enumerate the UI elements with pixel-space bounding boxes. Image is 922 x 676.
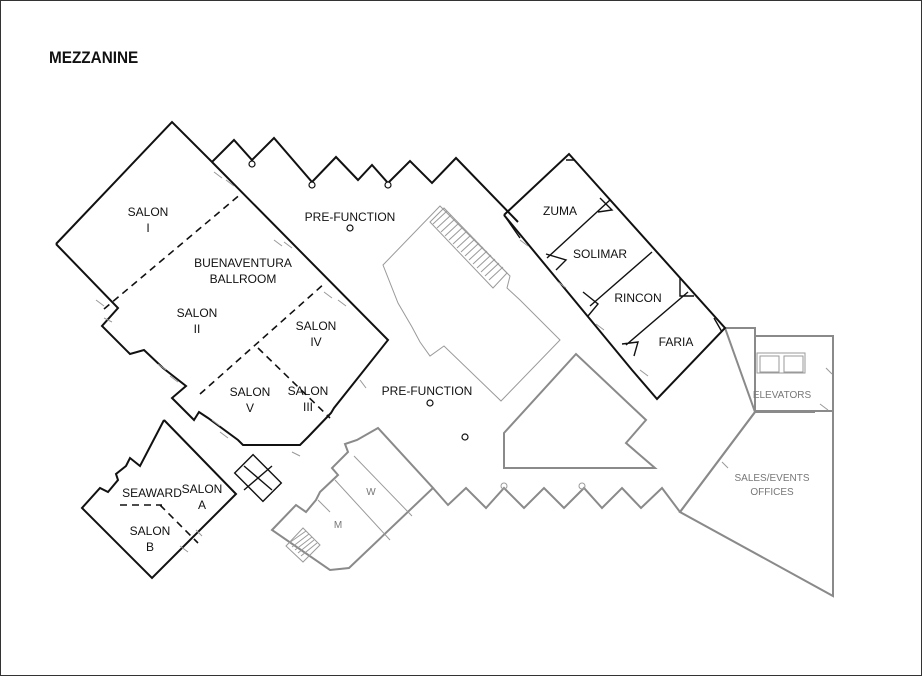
label-restroom-men: M <box>334 520 342 531</box>
atrium-outline <box>382 205 561 402</box>
label-restroom-women: W <box>366 487 376 498</box>
label-rincon: RINCON <box>614 291 661 305</box>
central-core <box>503 352 658 469</box>
label-seaward: SEAWARD <box>122 486 182 500</box>
ballroom-walls <box>55 120 519 503</box>
ballroom-divider-1 <box>103 192 243 310</box>
column-marker <box>500 482 508 490</box>
label-zuma: ZUMA <box>543 204 577 218</box>
restroom-block-outline <box>270 426 435 572</box>
columns <box>248 160 469 441</box>
meeting-room-dividers <box>503 159 723 357</box>
service-box <box>233 453 283 503</box>
meeting-rooms-walls <box>503 152 727 401</box>
meeting-rooms-outline <box>503 152 727 401</box>
seaward-outline <box>80 419 238 580</box>
column-marker <box>461 433 469 441</box>
label-faria: FARIA <box>659 335 694 349</box>
service-box-x <box>243 465 273 491</box>
stair-lower <box>285 527 321 563</box>
restroom-partition <box>317 455 413 541</box>
elevator-car-2 <box>783 355 804 373</box>
column-marker <box>346 224 354 232</box>
ballroom-divider-2 <box>199 282 326 395</box>
ballroom-outline <box>55 120 519 446</box>
offices-diagonal-wall <box>679 411 815 513</box>
seaward-divider-1 <box>120 504 199 544</box>
column-marker <box>578 482 586 490</box>
column-marker <box>384 181 392 189</box>
prefunction-lower-wall <box>432 486 681 513</box>
elevator-car-1 <box>759 355 780 373</box>
label-prefunction-lower: PRE-FUNCTION <box>382 384 473 398</box>
door-swings <box>95 171 833 553</box>
column-marker <box>248 160 256 168</box>
label-prefunction-upper: PRE-FUNCTION <box>305 210 396 224</box>
floor-title: MEZZANINE <box>49 48 139 67</box>
label-elevators: ELEVATORS <box>753 390 812 401</box>
column-marker <box>426 399 434 407</box>
ballroom-divider-3 <box>257 347 331 419</box>
seaward-walls <box>80 419 238 580</box>
column-marker <box>308 181 316 189</box>
label-solimar: SOLIMAR <box>573 247 627 261</box>
atrium-escalator <box>382 205 561 402</box>
elevator-cars <box>756 352 806 374</box>
service-areas <box>270 327 834 598</box>
